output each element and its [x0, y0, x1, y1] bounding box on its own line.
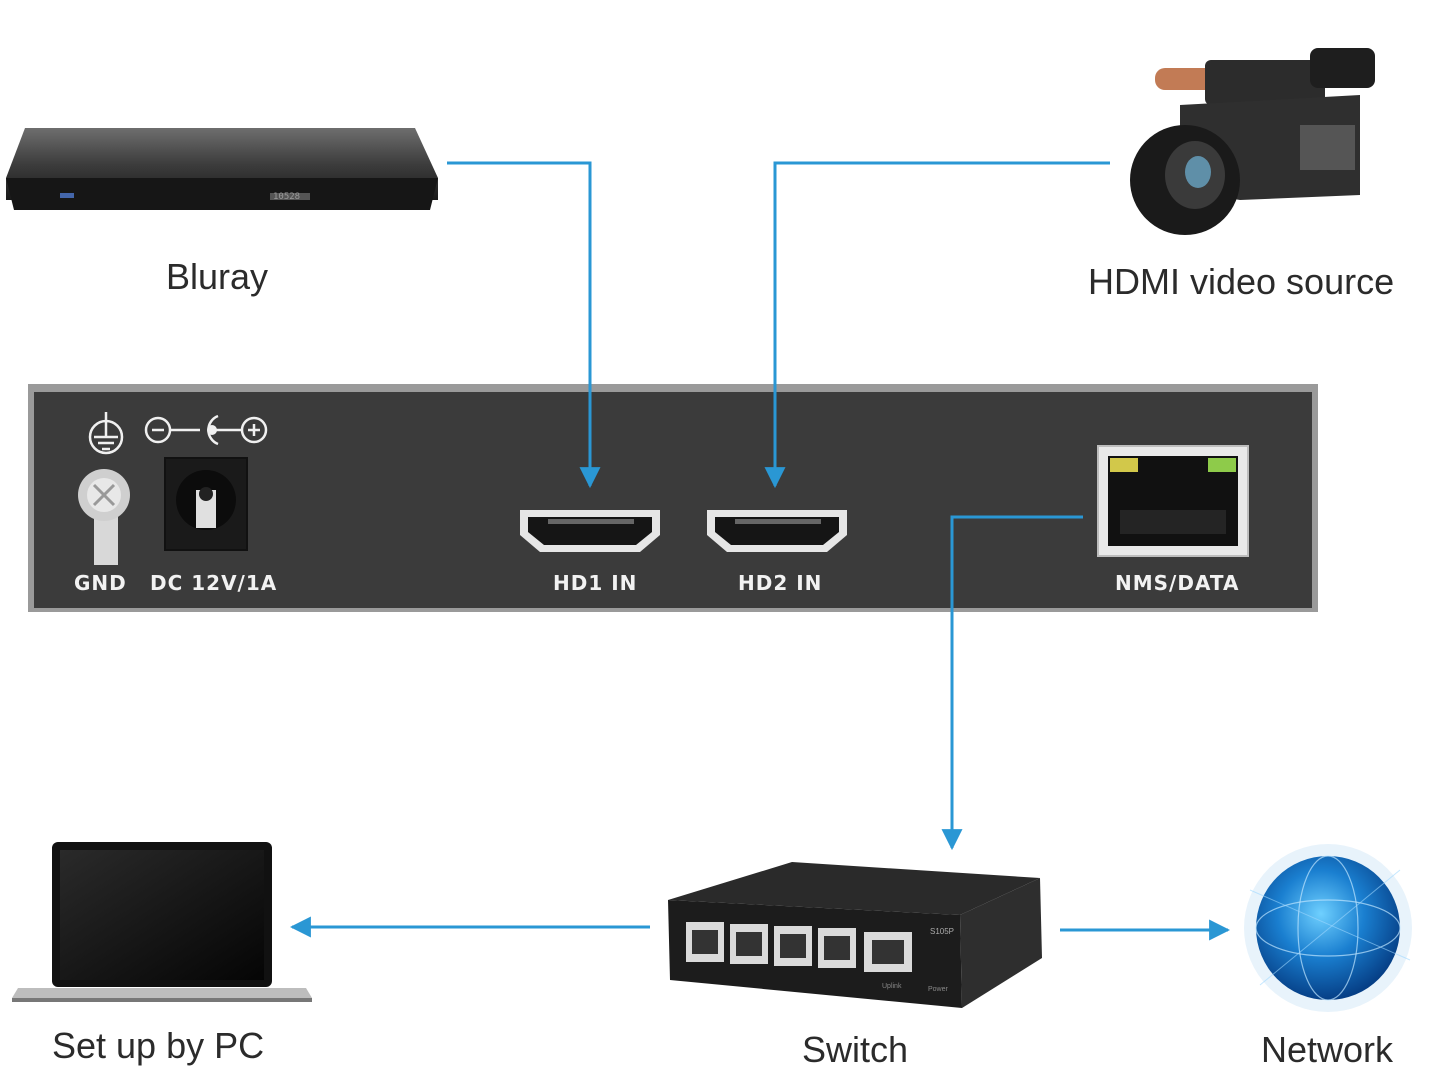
dc-power-jack-icon: [144, 414, 268, 551]
nms-to-switch-arrow: [941, 515, 1083, 851]
connection-arrows: [289, 161, 1231, 941]
ground-terminal-icon: [78, 412, 130, 565]
ethernet-port-icon: [1097, 445, 1249, 557]
network-switch-icon: S105P Uplink Power: [668, 862, 1042, 1008]
dc-port-label: DC 12V/1A: [150, 571, 278, 595]
bluray-label: Bluray: [166, 256, 269, 297]
hd1-port-label: HD1 IN: [553, 571, 638, 595]
video-camera-icon: [1130, 48, 1375, 235]
camera-to-hd2-arrow: [764, 161, 1110, 489]
camera-label: HDMI video source: [1088, 261, 1395, 302]
hdmi-port-1-icon: [520, 510, 660, 552]
switch-power-label: Power: [928, 986, 949, 993]
nms-port-label: NMS/DATA: [1115, 571, 1240, 595]
gnd-port-label: GND: [74, 571, 127, 595]
bluray-player-icon: [6, 128, 438, 210]
bluray-to-hd1-arrow: [447, 161, 601, 489]
hd2-port-label: HD2 IN: [738, 571, 823, 595]
network-label: Network: [1261, 1029, 1394, 1070]
switch-label: Switch: [802, 1029, 909, 1070]
bluray-display-text: 10528: [273, 192, 301, 202]
pc-label: Set up by PC: [52, 1025, 265, 1066]
switch-model-label: S105P: [930, 927, 954, 936]
laptop-icon: [12, 842, 312, 1002]
hdmi-port-2-icon: [707, 510, 847, 552]
globe-icon: [1244, 844, 1412, 1012]
switch-uplink-label: Uplink: [882, 983, 902, 990]
